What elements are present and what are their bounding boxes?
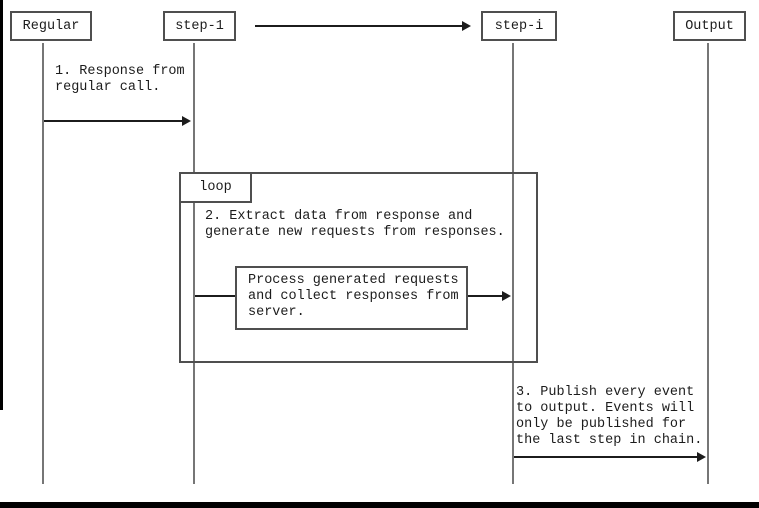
participant-box-step-1: step-1 xyxy=(163,11,236,41)
arrow-right-head-icon xyxy=(502,291,511,301)
lifeline-step-i xyxy=(512,43,514,484)
arrow-right-head-icon xyxy=(697,452,706,462)
process-box: Process generated requests and collect r… xyxy=(235,266,468,330)
arrow-right-head-icon xyxy=(182,116,191,126)
screen-edge-left xyxy=(0,0,3,410)
participant-box-output: Output xyxy=(673,11,746,41)
process-output-line xyxy=(468,295,503,297)
message-1-line xyxy=(44,120,183,122)
message-3-label: 3. Publish every event to output. Events… xyxy=(516,385,703,448)
chain-arrow-line xyxy=(255,25,463,27)
arrow-right-head-icon xyxy=(462,21,471,31)
loop-fragment xyxy=(179,172,538,363)
message-1-label: 1. Response from regular call. xyxy=(55,64,185,95)
lifeline-regular xyxy=(42,43,44,484)
message-2-label: 2. Extract data from response and genera… xyxy=(205,209,505,240)
process-call-line xyxy=(195,295,235,297)
lifeline-step-1 xyxy=(193,43,195,484)
message-3-line xyxy=(514,456,698,458)
lifeline-output xyxy=(707,43,709,484)
participant-box-step-i: step-i xyxy=(481,11,557,41)
screen-edge-bottom xyxy=(0,502,759,508)
participant-box-regular: Regular xyxy=(10,11,92,41)
loop-fragment-label: loop xyxy=(179,172,252,203)
